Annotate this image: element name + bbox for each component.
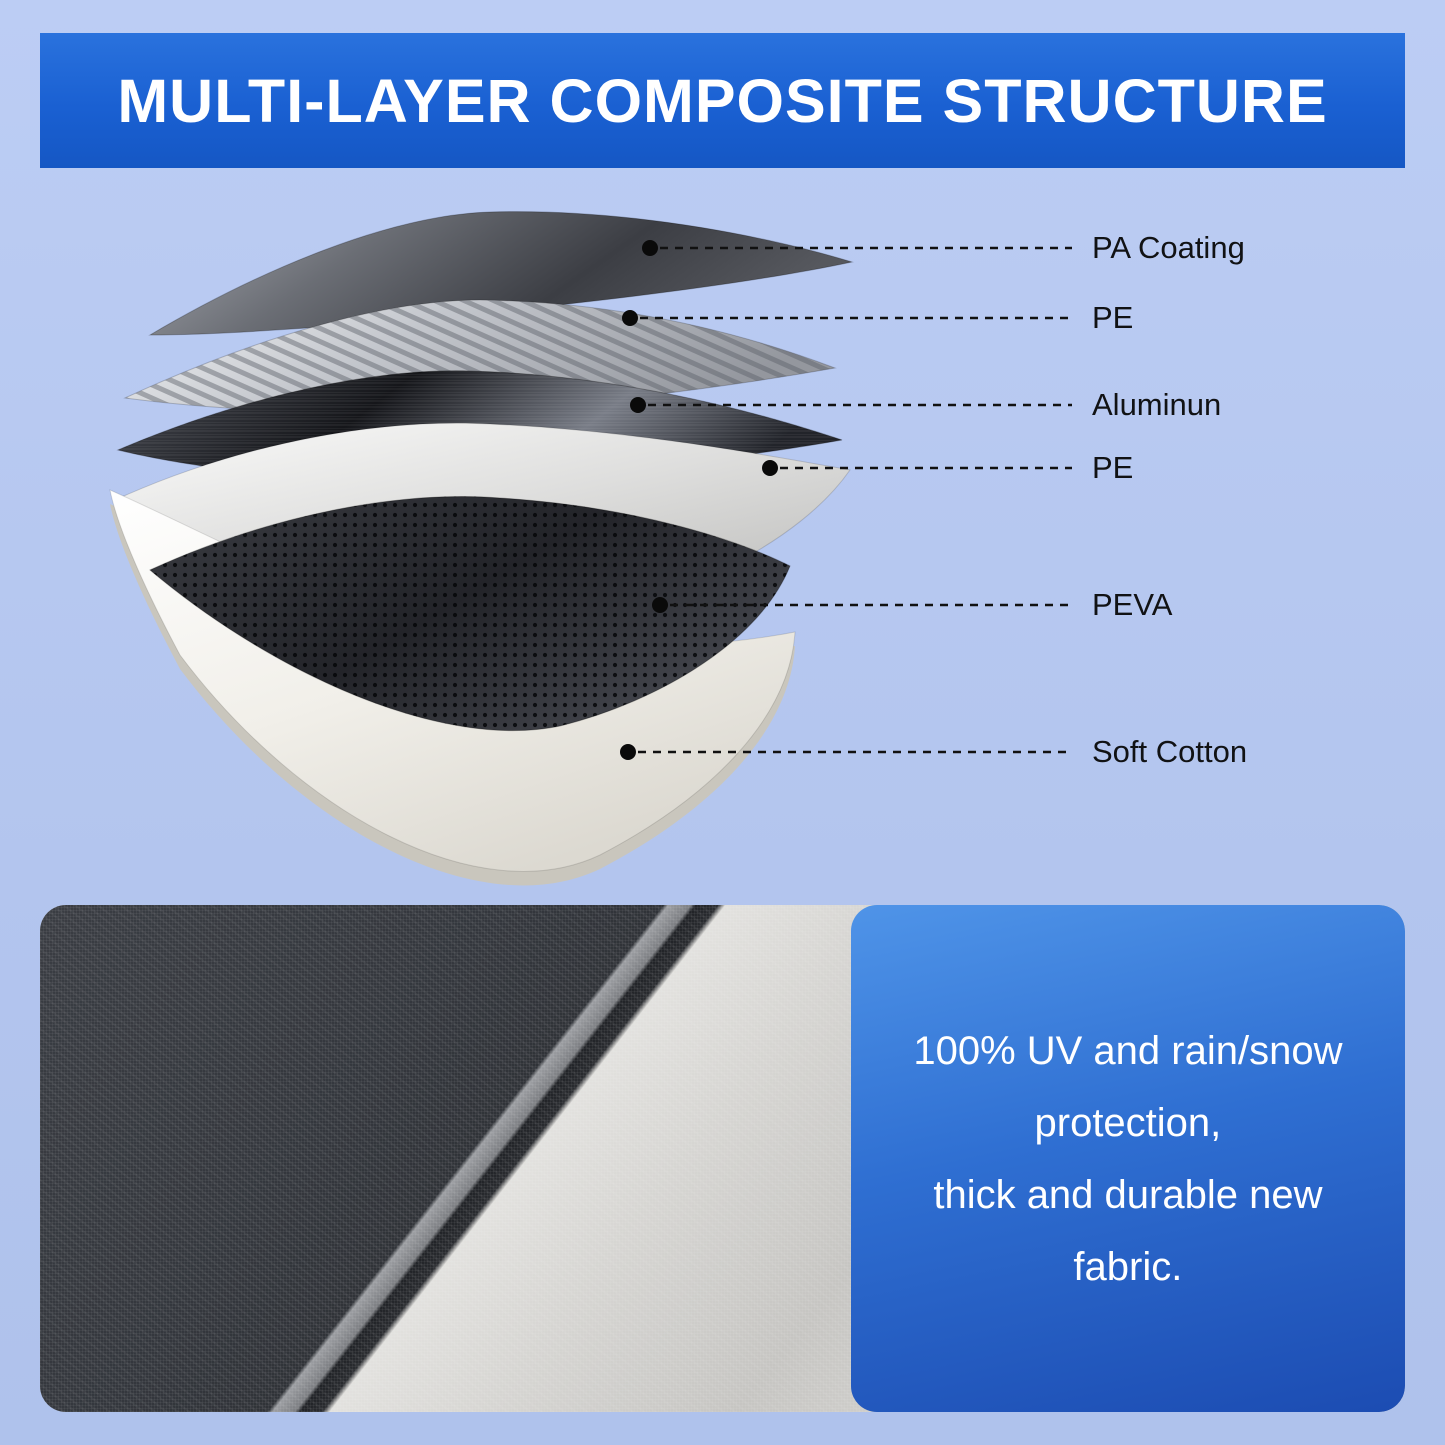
layer-label-peva: PEVA xyxy=(1092,587,1173,622)
callout-dots xyxy=(620,240,778,760)
layer-label-soft-cotton: Soft Cotton xyxy=(1092,734,1248,769)
layer-label-pe-bottom: PE xyxy=(1092,450,1134,485)
layers-exploded-view xyxy=(109,211,1072,886)
layer-label-aluminum: Aluminun xyxy=(1092,387,1222,422)
layers-diagram: PA Coating PE Aluminun PE PEVA Soft Cott… xyxy=(0,170,1445,930)
fabric-closeup-photo xyxy=(40,905,887,1412)
bottom-section: 100% UV and rain/snow protection, thick … xyxy=(40,905,1405,1412)
layer-sheet-peva xyxy=(149,496,791,732)
layer-label-pe-top: PE xyxy=(1092,300,1134,335)
protection-text: 100% UV and rain/snow protection, thick … xyxy=(913,1028,1343,1289)
layer-label-pa-coating: PA Coating xyxy=(1092,230,1245,265)
page-title: MULTI-LAYER COMPOSITE STRUCTURE xyxy=(117,66,1328,135)
protection-panel: 100% UV and rain/snow protection, thick … xyxy=(850,905,1405,1412)
callout-lines xyxy=(638,246,1072,754)
header-banner: MULTI-LAYER COMPOSITE STRUCTURE xyxy=(40,33,1405,168)
